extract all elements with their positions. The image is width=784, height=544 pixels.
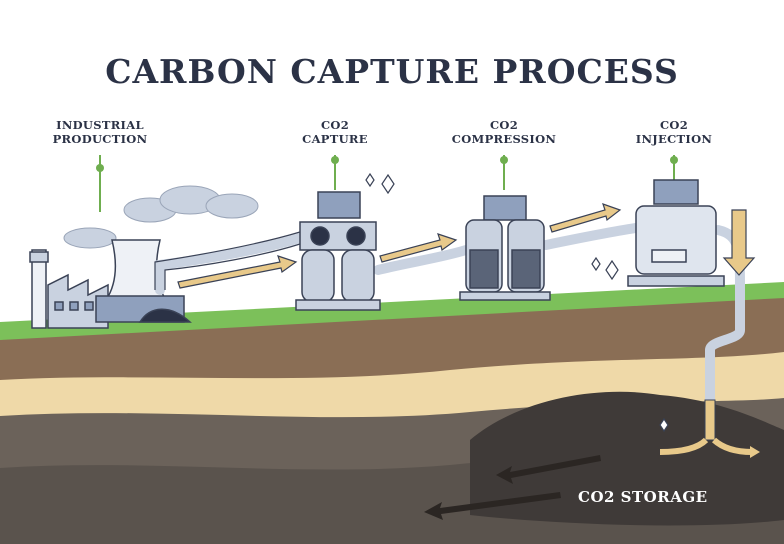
smoke-clouds (63, 185, 259, 249)
flow-arrow-2 (379, 233, 458, 263)
sparkles (365, 172, 669, 433)
flow-arrow-1 (177, 255, 298, 289)
stage-label-capture-line2: CAPTURE (302, 132, 368, 146)
injection-well (659, 399, 760, 458)
chimney (31, 249, 47, 329)
stage-label-compression: CO2 COMPRESSION (414, 118, 594, 146)
flow-arrows (177, 203, 756, 289)
capture-tank-right (341, 249, 375, 303)
ground-layers (0, 282, 784, 544)
injection-unit (627, 179, 725, 287)
underground-flow-arrows (424, 455, 601, 520)
smoke-cloud-3 (205, 193, 259, 219)
label-pin-dots (96, 156, 678, 172)
flow-arrow-down (722, 209, 756, 276)
storage-label: CO2 STORAGE (578, 488, 708, 506)
well-outflow-right (711, 437, 753, 455)
soil-layer (0, 295, 784, 380)
stage-label-industrial: INDUSTRIAL PRODUCTION (10, 118, 190, 146)
stage-label-injection-line1: CO2 (659, 118, 689, 132)
injection-tank (635, 205, 717, 275)
pipe-compression-injection (541, 223, 641, 250)
stage-label-capture: CO2 CAPTURE (245, 118, 425, 146)
pipe-outlines (154, 231, 301, 290)
diagram-title: CARBON CAPTURE PROCESS (105, 52, 679, 91)
well-outflow-left (659, 437, 709, 455)
compression-unit (459, 195, 551, 301)
pipe-capture-compression (373, 245, 471, 275)
flow-arrow-3 (549, 203, 622, 233)
grass-layer (0, 282, 784, 340)
stage-label-injection: CO2 INJECTION (584, 118, 764, 146)
capture-tank-left (301, 249, 335, 303)
capture-unit (295, 191, 381, 311)
capture-solar-panel (317, 191, 361, 219)
factory (29, 239, 192, 329)
stage-label-compression-line1: CO2 (489, 118, 519, 132)
injection-solar-panel (653, 179, 699, 205)
stage-label-capture-line1: CO2 (320, 118, 350, 132)
pipe-factory-capture (155, 233, 305, 295)
stage-label-industrial-line2: PRODUCTION (52, 132, 148, 146)
stage-label-injection-line2: INJECTION (635, 132, 713, 146)
compression-solar-panel (483, 195, 527, 221)
stage-label-industrial-line1: INDUSTRIAL (56, 118, 144, 132)
coal-pile (138, 308, 192, 323)
stage-label-compression-line2: COMPRESSION (451, 132, 557, 146)
smoke-cloud-4 (63, 227, 117, 249)
